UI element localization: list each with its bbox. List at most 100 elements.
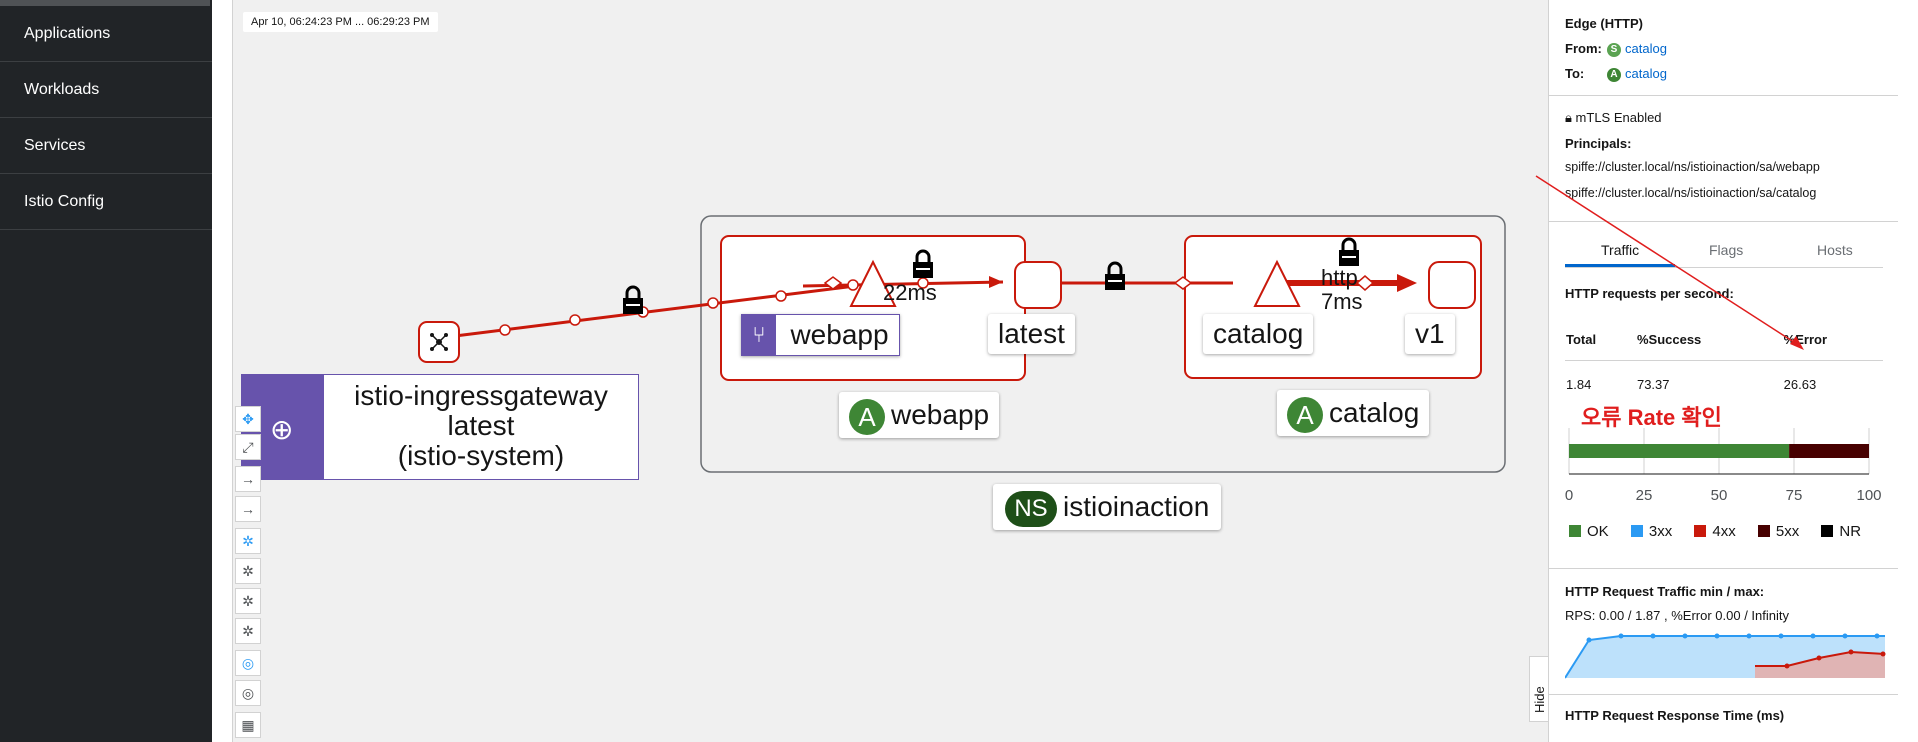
sidebar-active-indicator [0,0,210,6]
to-label: To: [1565,66,1585,81]
x-tick-label: 100 [1856,487,1881,504]
pan-icon[interactable]: ✥ [235,406,261,432]
annotation-arrow [1535,175,1804,350]
x-tick-label: 0 [1565,487,1573,504]
sidebar-item-istio-config[interactable]: Istio Config [0,174,212,230]
traffic-sparkline [1565,633,1886,679]
from-link[interactable]: catalog [1625,41,1667,56]
hide-label: Hide [1532,686,1547,713]
tab-flags[interactable]: Flags [1709,242,1744,258]
layout-5-icon[interactable]: ✲ [235,618,261,644]
table-cell-total: 1.84 [1566,376,1592,392]
latest-node-label[interactable]: latest [988,314,1075,354]
table-header: Total [1565,318,1636,361]
legend-swatch [1694,525,1707,538]
globe-icon: ⊕ [270,414,294,445]
legend-label: 5xx [1775,522,1800,540]
catalog-service-node [1253,259,1301,307]
traffic-minmax-title: HTTP Request Traffic min / max: [1565,584,1765,599]
webapp-node-name: webapp [790,319,889,350]
lock-icon [623,285,643,314]
layout-default-icon[interactable]: → [235,466,261,492]
hide-panel-button[interactable]: Hide [1529,656,1549,722]
rps-title: HTTP requests per second: [1565,286,1734,301]
catalog-node-label[interactable]: catalog [1203,314,1314,354]
workload-node-v1 [1428,261,1476,309]
legend-label: NR [1839,522,1862,540]
lock-icon: 🔒︎ [1565,110,1572,125]
layout-3-icon[interactable]: ✲ [235,558,261,584]
table-header: %Success [1635,318,1783,361]
legend-label: 3xx [1648,522,1673,540]
edge-latency-label: 7ms [1321,289,1363,314]
graph-time-range: Apr 10, 06:24:23 PM ... 06:29:23 PM [243,12,438,32]
app-box-webapp [720,235,1026,381]
app-badge: A [1287,396,1323,433]
graph-canvas [418,215,1506,473]
status-bar-chart: 0 25 50 75 100 [1565,428,1882,504]
gateway-version: latest [447,410,515,441]
tab-traffic[interactable]: Traffic [1601,242,1640,258]
lock-icon [1105,261,1125,290]
active-tab-indicator [1565,264,1675,267]
sidebar-item-workloads[interactable]: Workloads [0,62,212,118]
table-cell-success: 73.37 [1636,376,1670,392]
gateway-name: istio-ingressgateway [354,380,608,411]
service-badge-icon: S [1607,42,1621,57]
legend-swatch [1569,525,1581,538]
lock-icon [913,249,933,278]
table-cell-error: 26.63 [1783,376,1817,392]
topology-graph[interactable]: Apr 10, 06:24:23 PM ... 06:29:23 PM [232,0,1549,742]
principal-item: spiffe://cluster.local/ns/istioinaction/… [1565,160,1820,174]
sidebar: Applications Workloads Services Istio Co… [0,0,212,742]
v1-node-label[interactable]: v1 [1405,314,1455,354]
webapp-service-node [849,259,897,307]
lock-icon [1339,237,1359,266]
legend-label: OK [1587,522,1609,540]
x-tick-label: 50 [1711,487,1728,504]
response-time-title: HTTP Request Response Time (ms) [1565,708,1785,723]
mtls-status: mTLS Enabled [1575,110,1662,125]
edge-protocol-label: http [1321,265,1358,290]
rps-table: Total %Success %Error 1.84 73.37 26.63 [1565,318,1883,407]
x-tick-label: 75 [1786,487,1803,504]
branch-icon: ⑂ [742,315,776,355]
layout-4-icon[interactable]: ✲ [235,588,261,614]
app-name: webapp [891,399,990,430]
gateway-icon [430,333,448,351]
layout-2-icon[interactable]: ✲ [235,528,261,554]
principal-item: spiffe://cluster.local/ns/istioinaction/… [1565,186,1817,200]
legend-swatch [1821,525,1834,538]
namespace-name: istioinaction [1063,491,1210,522]
sidebar-item-services[interactable]: Services [0,118,212,174]
annotation-text: 오류 Rate 확인 [1581,405,1722,430]
fit-icon[interactable]: ⤢ [235,434,261,460]
legend-map-icon[interactable]: ▦ [235,712,261,738]
x-tick-label: 25 [1636,487,1653,504]
to-link[interactable]: catalog [1625,66,1667,81]
sidebar-item-applications[interactable]: Applications [0,6,212,62]
legend-label: 4xx [1712,522,1736,540]
principals-label: Principals: [1565,136,1632,151]
bar-segment-5xx [1789,444,1869,458]
legend-swatch [1757,525,1770,538]
layout-1-icon[interactable]: → [235,496,261,522]
tab-hosts[interactable]: Hosts [1817,242,1853,258]
bar-segment-ok [1569,444,1790,458]
traffic-minmax-stats: RPS: 0.00 / 1.87 , %Error 0.00 / Infinit… [1565,608,1789,623]
webapp-node-label[interactable]: ⑂ webapp [741,314,900,356]
edge-latency-label: 22ms [883,280,937,305]
panel-title: Edge (HTTP) [1565,16,1643,31]
namespace-layout-icon[interactable]: ◎ [235,650,261,676]
namespace-layout-2-icon[interactable]: ◎ [235,680,261,706]
workload-node-latest [1014,261,1062,309]
chart-legend: OK 3xx 4xx 5xx NR [1569,522,1879,540]
legend-swatch [1630,525,1643,538]
gateway-label-box[interactable]: ⊕ istio-ingressgateway latest (istio-sys… [241,374,639,480]
app-name: catalog [1329,397,1420,428]
table-row: 1.84 73.37 26.63 [1565,361,1883,408]
